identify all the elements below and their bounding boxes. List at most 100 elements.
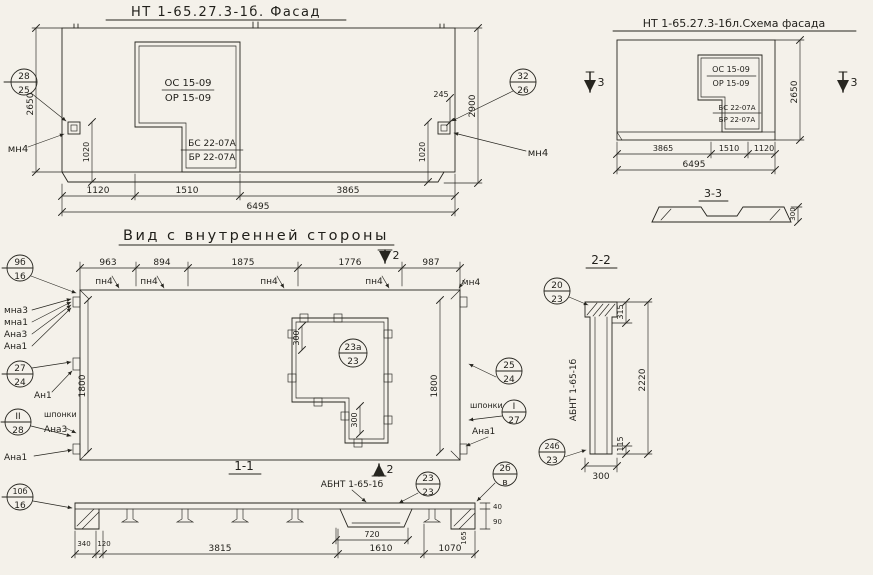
dim-text: 1020 bbox=[82, 142, 91, 162]
section-3-3-title: 3-3 bbox=[704, 187, 722, 200]
panel-mark-label: АБНТ 1-65-1б bbox=[321, 480, 384, 490]
dim-text: 300 bbox=[789, 207, 797, 220]
door-block-label: БС 22-07А bbox=[718, 104, 755, 112]
inner-section-mark-2-top: 2 bbox=[377, 249, 400, 264]
inner-dims-top: 963 894 1875 1776 987 bbox=[76, 258, 464, 291]
callout-top: 20 bbox=[551, 281, 563, 291]
inner-panel-outline bbox=[72, 289, 468, 461]
dim-text: 300 bbox=[592, 472, 609, 482]
callout-top: 9б bbox=[14, 258, 26, 268]
section-mark-label: 2 bbox=[393, 249, 400, 262]
facade-dim-left-2650: 2650 bbox=[26, 24, 63, 176]
dim-text: 1120 bbox=[754, 144, 774, 153]
section-mark-label: 3 bbox=[598, 76, 605, 89]
inner-ana1-label-right: Ана1 bbox=[465, 427, 495, 447]
inner-ana3-label: Ана3 bbox=[44, 425, 77, 435]
callout-top: 23а bbox=[345, 343, 362, 353]
dim-text: 720 bbox=[364, 530, 379, 539]
schema-view: НТ 1-65.27.3-1бл.Схема фасада ОС 15-09 О… bbox=[584, 17, 858, 226]
dim-text: 3815 bbox=[209, 544, 232, 554]
dim-text: 6495 bbox=[247, 202, 270, 212]
callout-bottom: 24 bbox=[503, 375, 515, 385]
callout-bottom: 23 bbox=[546, 456, 557, 466]
callout-bottom: 16 bbox=[14, 501, 26, 511]
section-mark-label: 3 bbox=[851, 76, 858, 89]
inner-opening bbox=[291, 317, 389, 444]
schema-window-mark: ОС 15-09 ОР 15-09 bbox=[706, 65, 757, 88]
schema-title: НТ 1-65.27.3-1бл.Схема фасада bbox=[643, 17, 826, 30]
inner-opening-keys bbox=[287, 313, 393, 448]
section-2-2-dims: 315 115 2220 300 bbox=[581, 298, 653, 482]
section-2-2-callout-24b-23: 24б 23 bbox=[538, 438, 587, 466]
dim-text: 1800 bbox=[430, 374, 440, 397]
facade-dim-245: 245 bbox=[433, 90, 454, 126]
embed-label: мн4 bbox=[528, 148, 548, 159]
schema-dim-right-2650: 2650 bbox=[774, 36, 805, 144]
callout-top: 32 bbox=[517, 72, 528, 82]
dim-text: 300 bbox=[292, 330, 301, 345]
door-frame-label: БР 22-07А bbox=[189, 153, 237, 163]
facade-dim-left-1020: 1020 bbox=[82, 118, 96, 186]
shponki-label-right: шпонки bbox=[470, 401, 503, 410]
dim-text: 1800 bbox=[78, 374, 88, 397]
section-1-1-callout-10b-16: 10б 16 bbox=[1, 483, 73, 511]
callout-bottom: 23 bbox=[551, 295, 562, 305]
section-2-2-body bbox=[584, 301, 618, 455]
mn4-label: мн4 bbox=[462, 278, 481, 288]
callout-top: I bbox=[513, 402, 516, 412]
section-2-2-callout-20-23: 20 23 bbox=[543, 277, 589, 306]
inner-pn4-labels: пн4 пн4 пн4 пн4 мн4 bbox=[95, 275, 481, 289]
inner-dim-right-1800: 1800 bbox=[430, 296, 444, 456]
callout-bottom: 23 bbox=[347, 357, 358, 367]
dim-text: 90 bbox=[493, 518, 502, 526]
callout-top: 2б bbox=[499, 464, 511, 474]
facade-callout-28-25: 28 25 bbox=[3, 68, 67, 122]
section-1-1-dims: 720 340 120 3815 1610 1070 40 90 165 bbox=[71, 502, 502, 559]
dim-text: 963 bbox=[99, 258, 116, 268]
schema-dims-bottom: 3865 1510 1120 6495 bbox=[613, 141, 779, 175]
facade-door-mark: БС 22-07А БР 22-07А bbox=[180, 139, 244, 163]
section-1-1-callout-23-23: 23 23 bbox=[398, 471, 441, 504]
anchor-label: Ана1 bbox=[4, 342, 27, 352]
inner-left-labels: мна3 мна1 Ана3 Ана1 bbox=[4, 298, 72, 352]
dim-text: 340 bbox=[77, 540, 90, 548]
dim-text: 2650 bbox=[26, 92, 36, 115]
dim-text: 1120 bbox=[87, 186, 110, 196]
callout-top: 10б bbox=[12, 487, 27, 496]
facade-embed-right-label: мн4 bbox=[453, 132, 548, 159]
callout-bottom: 23 bbox=[422, 488, 433, 498]
dim-text: 1070 bbox=[439, 544, 462, 554]
callout-bottom: 16 bbox=[14, 272, 26, 282]
section-1-1-callout-2b-v: 2б в bbox=[476, 461, 518, 502]
dim-text: 1510 bbox=[176, 186, 199, 196]
panel-mark-label: АБНТ 1-65-1б bbox=[569, 358, 579, 421]
pn4-label: пн4 bbox=[140, 277, 158, 287]
callout-top: 23 bbox=[422, 474, 433, 484]
dim-text: 6495 bbox=[683, 160, 706, 170]
inner-callout-I-27: I 27 bbox=[468, 399, 527, 426]
pn4-label: пн4 bbox=[260, 277, 278, 287]
section-2-2-title: 2-2 bbox=[591, 253, 611, 267]
anchor-label: мна1 bbox=[4, 318, 28, 328]
shponki-label-left: шпонки bbox=[44, 410, 77, 419]
window-block-label: ОС 15-09 bbox=[164, 78, 211, 89]
facade-dim-right-1020: 1020 bbox=[418, 118, 432, 186]
dim-text: 115 bbox=[616, 436, 625, 451]
dim-text: 1020 bbox=[418, 142, 427, 162]
dim-text: 2900 bbox=[468, 94, 478, 117]
facade-dims-bottom: 1120 1510 3865 6495 bbox=[58, 173, 459, 217]
inner-section-mark-2-bottom: 2 bbox=[371, 463, 394, 477]
facade-opening bbox=[134, 41, 241, 173]
facade-embed-right bbox=[437, 121, 451, 135]
inner-callout-23a-23: 23а 23 bbox=[338, 338, 368, 368]
facade-panel-outline bbox=[61, 21, 456, 183]
schema-opening bbox=[697, 54, 763, 133]
door-block-label: БС 22-07А bbox=[188, 139, 236, 149]
schema-section-mark-3-right: 3 bbox=[837, 71, 858, 93]
ana1-label: Ана1 bbox=[4, 453, 27, 463]
facade-view: НТ 1-65.27.3-1б. Фасад ОС 15-09 ОР 15-09… bbox=[3, 5, 548, 217]
facade-embed-left bbox=[67, 121, 81, 135]
ana1-label: Ана1 bbox=[472, 427, 495, 437]
callout-bottom: 27 bbox=[508, 416, 519, 426]
